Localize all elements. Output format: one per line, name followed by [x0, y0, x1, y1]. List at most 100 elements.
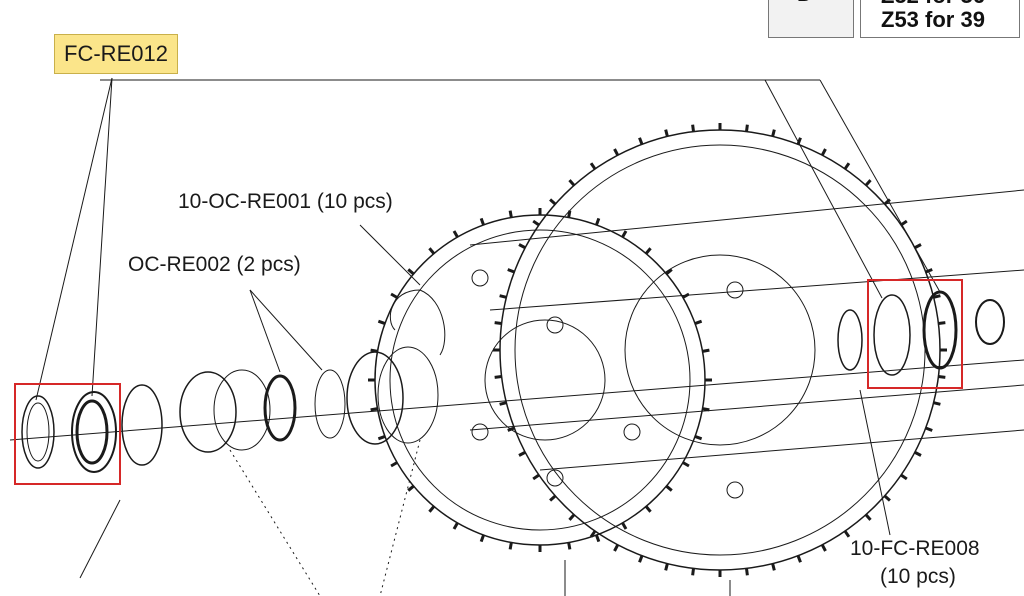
- seal-ring: [263, 374, 297, 442]
- bolt: [471, 269, 489, 287]
- chainring-tooth: [390, 292, 398, 299]
- leader-fc012-b: [91, 77, 113, 397]
- chainring-tooth: [518, 450, 526, 457]
- chainring-tooth: [377, 435, 386, 441]
- chainring-tooth: [377, 319, 386, 325]
- chainring-tooth: [532, 473, 540, 481]
- spacer-ring: [314, 369, 346, 439]
- bb-cup-right-body: [377, 346, 439, 444]
- chainring-tooth: [933, 294, 941, 299]
- chainring-tooth: [567, 542, 572, 550]
- chainring-tooth: [771, 129, 776, 137]
- chainring-tooth: [694, 435, 703, 441]
- chainring-tooth: [925, 426, 933, 432]
- chainring-tooth: [665, 484, 673, 492]
- chainring-tooth: [518, 243, 526, 250]
- chainring-tooth: [508, 542, 513, 550]
- chainring-tooth: [479, 534, 485, 543]
- axis-line-lower: [469, 384, 1024, 431]
- chainring-tooth: [702, 348, 710, 353]
- chainring-tooth: [479, 217, 485, 226]
- bolt: [546, 469, 564, 487]
- chainring-tooth: [938, 321, 946, 325]
- seal-right: [922, 290, 958, 370]
- chainring-tooth: [745, 124, 749, 132]
- circlip-right: [837, 309, 863, 371]
- chainring-tooth: [900, 219, 908, 227]
- table-row2-text: Z53 for 39: [881, 7, 985, 32]
- table-row1-text: Z52 for 36: [881, 0, 985, 9]
- chainring-tooth: [549, 494, 557, 502]
- chainring-tooth: [820, 148, 827, 156]
- chainring-tooth: [499, 294, 507, 299]
- axis-line: [9, 359, 1024, 441]
- highlight-box-right: [867, 279, 963, 389]
- chainring-tooth: [933, 401, 941, 406]
- chainring-tooth: [664, 129, 669, 137]
- chainring-tooth: [621, 522, 628, 530]
- chainring-tooth: [589, 530, 597, 538]
- chainring-tooth: [864, 513, 872, 521]
- bolt: [471, 423, 489, 441]
- chainring-tooth: [925, 268, 933, 274]
- table-cell-gear: Z52 for 36 Z53 for 39: [860, 0, 1020, 38]
- oc-re001-label: 10-OC-RE001 (10 pcs): [178, 190, 393, 213]
- chainring-tooth: [567, 210, 572, 218]
- chainring-tooth: [691, 568, 695, 576]
- cup-ring-left-inner: [26, 402, 50, 462]
- bolt: [726, 281, 744, 299]
- chainring-tooth: [883, 198, 891, 206]
- axis-line-upper: [469, 189, 1024, 246]
- chainring-tooth: [664, 563, 669, 571]
- chainring-tooth: [613, 544, 620, 552]
- chainring-tooth: [589, 162, 597, 170]
- chainring-tooth: [638, 137, 644, 145]
- chainring-tooth: [883, 494, 891, 502]
- leader-bottom-left: [79, 499, 121, 579]
- chainring-tooth: [549, 198, 557, 206]
- small-chainring-outer: [374, 214, 706, 546]
- chainring-tooth: [644, 247, 652, 255]
- chainring-tooth: [499, 401, 507, 406]
- chainring-tooth: [568, 179, 576, 187]
- large-chainring-outer: [499, 129, 941, 571]
- small-chainring-bore: [484, 319, 606, 441]
- chainring-tooth: [702, 407, 710, 412]
- table-cell-d: D: [768, 0, 854, 38]
- wave-washer: [121, 384, 163, 466]
- chainring-tooth: [665, 268, 673, 276]
- chainring-tooth: [638, 555, 644, 563]
- chainring-tooth: [407, 484, 415, 492]
- bolt: [623, 423, 641, 441]
- chainring-tooth: [644, 505, 652, 513]
- leader-oc002-a: [249, 289, 281, 373]
- chainring-tooth: [900, 473, 908, 481]
- chainring-tooth: [843, 530, 851, 538]
- leader-fc012-d: [819, 79, 941, 293]
- chainring-tooth: [914, 450, 922, 457]
- small-chainring-inner: [389, 229, 691, 531]
- axis-line-mid: [489, 269, 1024, 311]
- leader-fc008: [859, 389, 891, 536]
- chainring-tooth: [745, 568, 749, 576]
- bolt: [546, 316, 564, 334]
- chainring-tooth: [494, 375, 502, 379]
- bearing-right: [873, 294, 911, 376]
- chainring-tooth: [370, 407, 378, 412]
- chainring-tooth: [595, 534, 601, 543]
- chainring-tooth: [820, 544, 827, 552]
- large-chainring-inner: [514, 144, 926, 556]
- leader-fc012-c: [764, 79, 883, 299]
- chainring-tooth: [507, 426, 515, 432]
- axis-line-low: [539, 429, 1024, 471]
- chainring-tooth: [691, 124, 695, 132]
- chainring-tooth: [796, 555, 802, 563]
- dotted-leader-b: [379, 439, 421, 596]
- chainring-tooth: [452, 522, 459, 530]
- bb-cup-left: [179, 371, 237, 453]
- chainring-tooth: [621, 230, 628, 238]
- fc-re008-label-line1: 10-FC-RE008: [850, 537, 980, 560]
- bb-cup-left-thread: [213, 369, 271, 451]
